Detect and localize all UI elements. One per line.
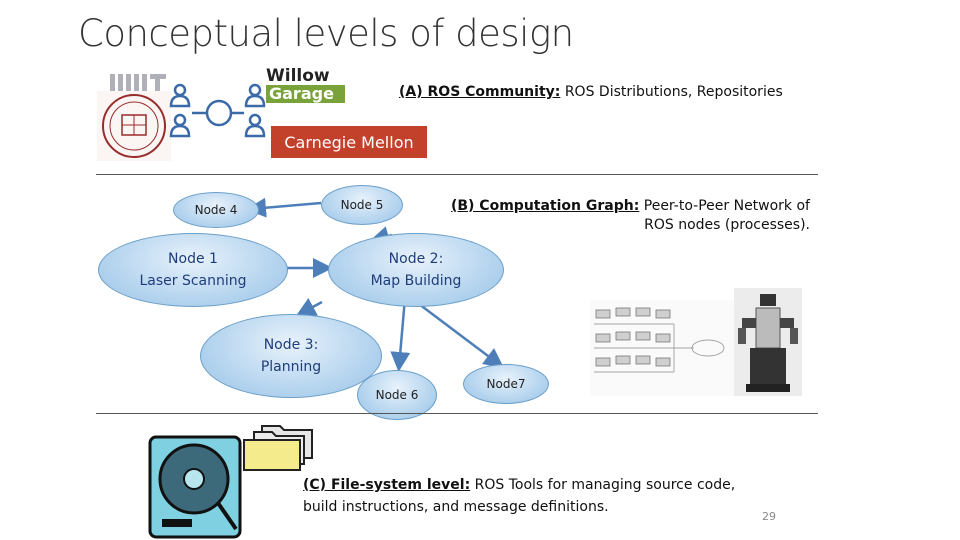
folder-icon — [243, 425, 313, 471]
willow-garage-logo: Willow Garage — [266, 68, 352, 104]
node-2-label: Node 2: — [388, 251, 444, 267]
community-network-icon — [169, 83, 266, 138]
node-7: Node7 — [463, 364, 549, 404]
node-1-sublabel: Laser Scanning — [139, 273, 247, 289]
community-text: ROS Distributions, Repositories — [564, 84, 783, 100]
carnegie-mellon-logo: Carnegie Mellon — [271, 126, 427, 158]
node-6: Node 6 — [357, 370, 437, 420]
divider-top — [96, 174, 818, 175]
filesystem-caption: (C) File-system level: ROS Tools for man… — [303, 474, 735, 518]
willow-logo-line1: Willow — [266, 66, 330, 86]
mit-logo — [108, 72, 170, 100]
node-6-label: Node 6 — [375, 388, 419, 402]
node-3: Node 3: Planning — [200, 314, 382, 398]
network-diagram-image — [590, 300, 736, 396]
filesystem-text: ROS Tools for managing source code, — [474, 477, 736, 493]
community-caption: (A) ROS Community: ROS Distributions, Re… — [399, 84, 783, 100]
community-label: (A) ROS Community: — [399, 84, 561, 100]
slide-title: Conceptual levels of design — [78, 12, 574, 55]
computation-text: Peer-to-Peer Network of — [643, 198, 810, 214]
hard-drive-icon — [148, 435, 242, 539]
node-1-label: Node 1 — [168, 251, 218, 267]
page-number: 29 — [762, 510, 776, 523]
node-4-label: Node 4 — [194, 203, 238, 217]
willow-logo-line2: Garage — [266, 85, 345, 103]
node-5-label: Node 5 — [340, 198, 384, 212]
node-3-sublabel: Planning — [260, 359, 322, 375]
filesystem-text-2: build instructions, and message definiti… — [303, 499, 609, 515]
computation-caption: (B) Computation Graph: Peer-to-Peer Netw… — [446, 198, 810, 233]
node-7-label: Node7 — [486, 377, 526, 391]
node-4: Node 4 — [173, 192, 259, 228]
divider-bottom — [96, 413, 818, 414]
filesystem-label: (C) File-system level: — [303, 477, 471, 493]
computation-label: (B) Computation Graph: — [450, 198, 640, 214]
computation-text-2: ROS nodes (processes). — [644, 217, 810, 233]
node-2: Node 2: Map Building — [328, 233, 504, 307]
node-1: Node 1 Laser Scanning — [98, 233, 288, 307]
node-2-sublabel: Map Building — [370, 273, 462, 289]
mit-seal-icon — [97, 91, 171, 161]
node-5: Node 5 — [321, 185, 403, 225]
pr2-robot-image — [734, 288, 802, 396]
node-3-label: Node 3: — [263, 337, 319, 353]
